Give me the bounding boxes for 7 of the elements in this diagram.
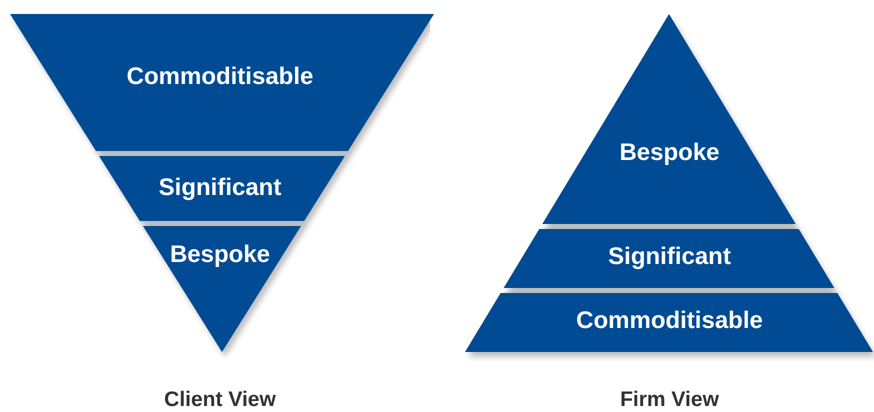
tier-label: Significant [158, 174, 282, 202]
pyramid-caption: Firm View [620, 388, 719, 412]
tier-label: Bespoke [170, 241, 270, 269]
tier-label: Significant [608, 243, 731, 271]
tier-label: Bespoke [619, 139, 720, 167]
tier-label: Commoditisable [576, 307, 763, 335]
pyramid-caption: Client View [164, 388, 276, 412]
